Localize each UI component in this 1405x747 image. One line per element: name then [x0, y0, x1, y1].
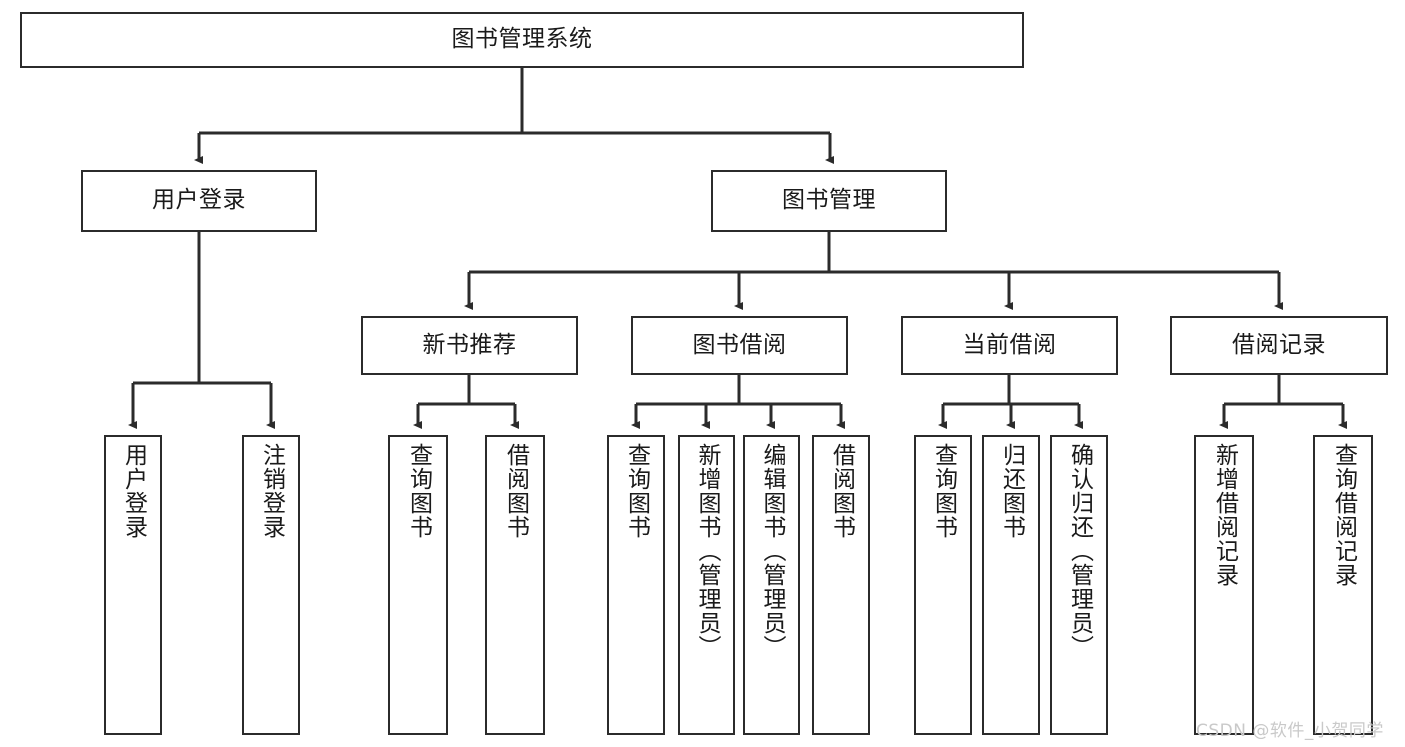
leaf-query-borrow-rec-label: 查询借阅记录	[1330, 443, 1357, 587]
node-book-manage-label: 图书管理	[782, 187, 876, 214]
leaf-add-book-label: 新增图书（管理员）	[694, 443, 720, 659]
leaf-query-borrow-rec[interactable]: 查询借阅记录	[1313, 435, 1373, 735]
leaf-confirm-return[interactable]: 确认归还（管理员）	[1050, 435, 1108, 735]
leaf-borrow-book-rec-label: 借阅图书	[502, 443, 529, 539]
node-user-login[interactable]: 用户登录	[81, 170, 317, 232]
node-user-login-label: 用户登录	[152, 187, 246, 214]
leaf-user-login[interactable]: 用户登录	[104, 435, 162, 735]
leaf-query-book[interactable]: 查询图书	[607, 435, 665, 735]
leaf-edit-book-label: 编辑图书（管理员）	[759, 443, 785, 659]
leaf-add-borrow-rec[interactable]: 新增借阅记录	[1194, 435, 1254, 735]
leaf-edit-book[interactable]: 编辑图书（管理员）	[743, 435, 800, 735]
leaf-user-login-label: 用户登录	[120, 443, 147, 539]
leaf-borrow-book-rec[interactable]: 借阅图书	[485, 435, 545, 735]
node-root[interactable]: 图书管理系统	[20, 12, 1024, 68]
leaf-borrow-book-label: 借阅图书	[828, 443, 855, 539]
node-book-manage[interactable]: 图书管理	[711, 170, 947, 232]
node-current-borrow[interactable]: 当前借阅	[901, 316, 1118, 375]
node-book-borrow[interactable]: 图书借阅	[631, 316, 848, 375]
node-root-label: 图书管理系统	[451, 26, 593, 53]
leaf-query-book-cur-label: 查询图书	[930, 443, 957, 539]
leaf-query-book-label: 查询图书	[623, 443, 650, 539]
leaf-return-book-label: 归还图书	[998, 443, 1025, 539]
node-book-borrow-label: 图书借阅	[692, 331, 787, 358]
node-new-book-rec[interactable]: 新书推荐	[361, 316, 578, 375]
leaf-borrow-book[interactable]: 借阅图书	[812, 435, 870, 735]
leaf-user-logout[interactable]: 注销登录	[242, 435, 300, 735]
csdn-watermark: CSDN @软件_小贺同学	[1196, 721, 1384, 741]
node-borrow-record[interactable]: 借阅记录	[1170, 316, 1388, 375]
leaf-confirm-return-label: 确认归还（管理员）	[1066, 443, 1093, 659]
leaf-query-book-rec-label: 查询图书	[405, 443, 432, 539]
leaf-user-logout-label: 注销登录	[258, 443, 285, 539]
leaf-query-book-cur[interactable]: 查询图书	[914, 435, 972, 735]
node-borrow-record-label: 借阅记录	[1232, 331, 1326, 358]
leaf-add-book[interactable]: 新增图书（管理员）	[678, 435, 735, 735]
leaf-query-book-rec[interactable]: 查询图书	[388, 435, 448, 735]
node-new-book-rec-label: 新书推荐	[422, 331, 517, 358]
leaf-add-borrow-rec-label: 新增借阅记录	[1211, 443, 1238, 587]
leaf-return-book[interactable]: 归还图书	[982, 435, 1040, 735]
node-current-borrow-label: 当前借阅	[962, 331, 1057, 358]
